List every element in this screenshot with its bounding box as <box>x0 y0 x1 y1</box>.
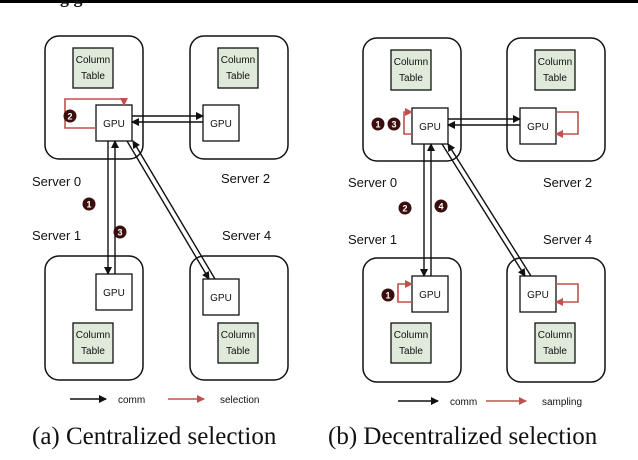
step-badge: 3 <box>113 225 127 239</box>
comm-arrow <box>447 143 532 277</box>
svg-text:GPU: GPU <box>210 119 232 130</box>
server-label: Server 4 <box>543 232 592 247</box>
caption-a: (a) Centralized selection <box>32 423 277 450</box>
svg-text:Table: Table <box>226 346 250 357</box>
server-4-box <box>189 255 289 381</box>
sampling-arrow <box>403 108 413 135</box>
column-table: Column Table <box>534 49 576 91</box>
server-label: Server 1 <box>348 232 397 247</box>
server-label: Server 4 <box>222 228 271 243</box>
svg-text:Column: Column <box>221 330 255 341</box>
server-2-box <box>506 37 606 162</box>
svg-text:Table: Table <box>399 73 423 84</box>
svg-text:Column: Column <box>538 330 572 341</box>
gpu-box: GPU <box>411 275 449 313</box>
svg-text:Column: Column <box>221 55 255 66</box>
panel-a: Column Table Column Table Column Table C… <box>32 35 289 406</box>
legend-selection-label: selection <box>220 395 259 406</box>
server-label: Server 0 <box>32 174 81 189</box>
legend-comm-label: comm <box>450 397 477 408</box>
server-4-box <box>506 257 606 383</box>
step-badge: 2 <box>63 109 77 123</box>
gpu-box: GPU <box>202 104 240 142</box>
step-badge: 4 <box>434 199 448 213</box>
svg-text:GPU: GPU <box>527 122 549 133</box>
svg-text:Table: Table <box>81 346 105 357</box>
server-label: Server 2 <box>543 175 592 190</box>
svg-text:1: 1 <box>86 200 91 210</box>
panel-b: Column Table Column Table Column Table C… <box>348 37 606 408</box>
column-table: Column Table <box>72 322 114 364</box>
comm-arrow <box>132 140 216 280</box>
step-badge: 1 <box>82 197 96 211</box>
svg-text:GPU: GPU <box>527 290 549 301</box>
svg-text:Column: Column <box>394 57 428 68</box>
step-badge: 1 <box>371 117 385 131</box>
svg-text:1: 1 <box>385 291 390 301</box>
step-badge: 3 <box>387 117 401 131</box>
column-table: Column Table <box>217 322 259 364</box>
svg-text:GPU: GPU <box>210 293 232 304</box>
server-label: Server 0 <box>348 175 397 190</box>
gpu-box: GPU <box>95 273 133 311</box>
svg-text:2: 2 <box>402 204 407 214</box>
server-1-box <box>362 257 462 383</box>
selection-arrow <box>64 98 128 129</box>
sampling-arrow <box>397 280 413 303</box>
server-label: Server 1 <box>32 228 81 243</box>
svg-text:GPU: GPU <box>103 119 125 130</box>
comm-arrow <box>126 140 210 280</box>
svg-text:Table: Table <box>399 346 423 357</box>
step-badge: 2 <box>398 201 412 215</box>
column-table: Column Table <box>390 322 432 364</box>
svg-text:Column: Column <box>394 330 428 341</box>
server-0-box <box>362 37 462 162</box>
legend-comm-label: comm <box>118 395 145 406</box>
svg-text:Column: Column <box>538 57 572 68</box>
header-fragment: g g <box>60 0 83 8</box>
svg-text:Table: Table <box>81 71 105 82</box>
svg-text:GPU: GPU <box>419 122 441 133</box>
svg-text:Column: Column <box>76 55 110 66</box>
server-label: Server 2 <box>221 171 270 186</box>
svg-text:Table: Table <box>226 71 250 82</box>
top-rule <box>0 0 638 3</box>
column-table: Column Table <box>72 47 114 89</box>
server-1-box <box>44 255 144 381</box>
svg-text:2: 2 <box>67 112 72 122</box>
column-table: Column Table <box>534 322 576 364</box>
server-0-box <box>44 35 144 160</box>
server-2-box <box>189 35 289 160</box>
svg-text:Table: Table <box>543 73 567 84</box>
gpu-box: GPU <box>519 275 557 313</box>
gpu-box: GPU <box>519 107 557 145</box>
column-table: Column Table <box>217 47 259 89</box>
comm-arrow <box>441 143 526 277</box>
svg-text:Column: Column <box>76 330 110 341</box>
legend-sampling-label: sampling <box>542 397 582 408</box>
gpu-box: GPU <box>202 278 240 316</box>
svg-text:GPU: GPU <box>419 290 441 301</box>
svg-text:3: 3 <box>391 120 396 130</box>
step-badge: 1 <box>381 288 395 302</box>
gpu-box: GPU <box>411 107 449 145</box>
caption-b: (b) Decentralized selection <box>328 423 598 450</box>
svg-text:Table: Table <box>543 346 567 357</box>
sampling-arrow <box>555 111 579 138</box>
svg-text:4: 4 <box>438 202 443 212</box>
svg-text:1: 1 <box>375 120 380 130</box>
column-table: Column Table <box>390 49 432 91</box>
gpu-box: GPU <box>95 104 133 142</box>
sampling-arrow <box>555 283 579 306</box>
svg-text:GPU: GPU <box>103 288 125 299</box>
svg-text:3: 3 <box>117 228 122 238</box>
